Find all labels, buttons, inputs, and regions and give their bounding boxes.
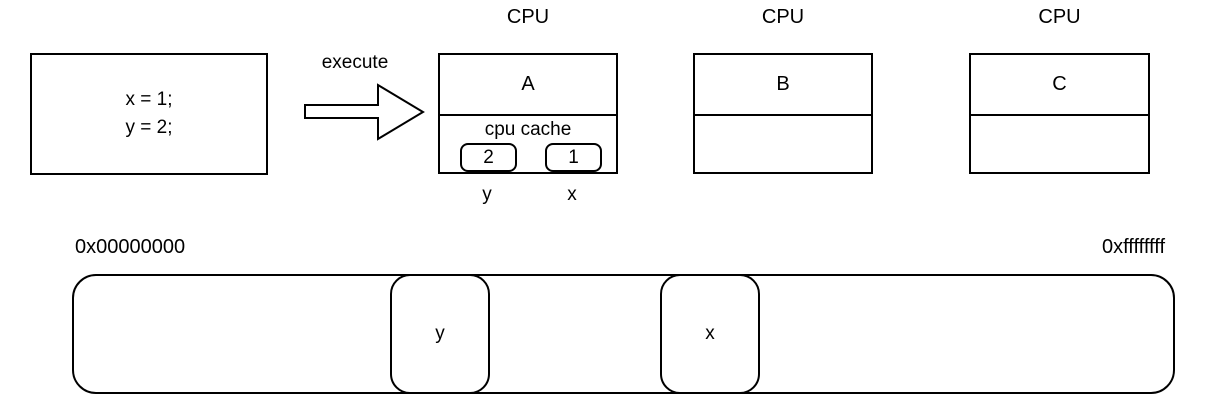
memory-start-address: 0x00000000	[75, 236, 186, 258]
code-box: x = 1; y = 2;	[30, 53, 268, 175]
cpu-a-box: A cpu cache 2 1	[438, 53, 618, 174]
memory-cell-y: y	[390, 274, 490, 394]
execute-label: execute	[321, 52, 389, 73]
memory-end-address: 0xffffffff	[1101, 236, 1165, 258]
execute-arrow-icon	[304, 83, 425, 141]
cpu-a-cache-var-x: x	[567, 184, 577, 205]
cpu-a-title: CPU	[506, 6, 550, 28]
cpu-b-core-label: B	[695, 55, 871, 116]
code-line-2: y = 2;	[125, 117, 173, 138]
cpu-c-box: C	[969, 53, 1150, 174]
cpu-a-cache-var-y: y	[482, 184, 492, 205]
cpu-b-title: CPU	[761, 6, 805, 28]
cpu-a-cache-slot-y: 2	[460, 143, 517, 172]
cpu-c-title: CPU	[1038, 6, 1081, 28]
cpu-a-cache-label: cpu cache	[484, 119, 572, 140]
cpu-b-box: B	[693, 53, 873, 174]
memory-cell-x: x	[660, 274, 760, 394]
cpu-c-core-label: C	[971, 55, 1148, 116]
cpu-a-core-label: A	[440, 55, 616, 116]
memory-bar	[72, 274, 1175, 394]
code-line-1: x = 1;	[125, 89, 173, 110]
cpu-a-cache-slot-x: 1	[545, 143, 602, 172]
